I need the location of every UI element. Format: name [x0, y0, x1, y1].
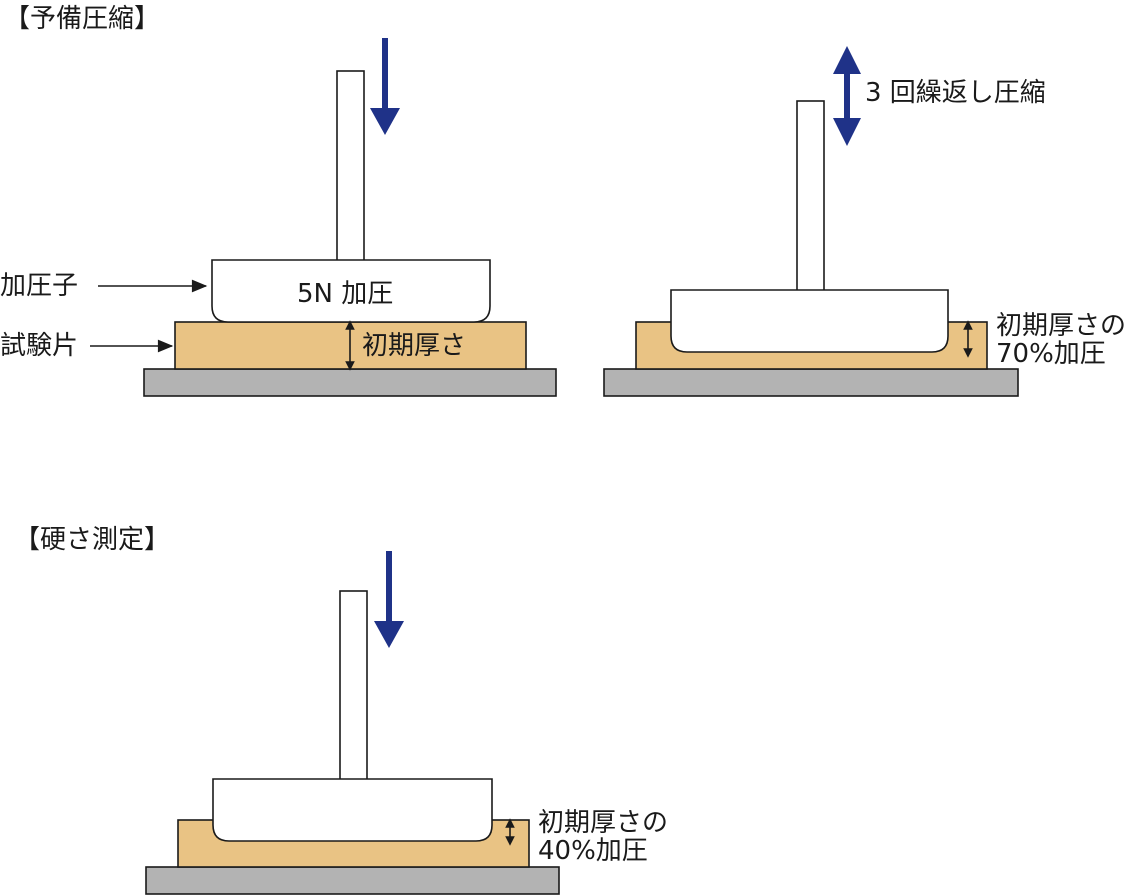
base-plate	[145, 866, 560, 895]
indenter-label: 加圧子	[0, 271, 78, 301]
base-plate	[603, 368, 1019, 397]
indenter-head	[212, 778, 493, 842]
hardness-heading: 【硬さ測定】	[14, 525, 170, 555]
load-label: 5N 加圧	[297, 279, 393, 309]
preliminary-heading: 【予備圧縮】	[4, 4, 160, 34]
thickness-label-line1: 初期厚さの	[538, 808, 668, 838]
indenter-rod	[339, 590, 368, 781]
preliminary-step2: 3 回繰返し圧縮 初期厚さの 70%加圧	[603, 46, 1126, 397]
base-plate	[143, 368, 557, 397]
indenter-head	[211, 259, 491, 323]
motion-label: 3 回繰返し圧縮	[865, 78, 1046, 108]
down-arrow-icon	[374, 551, 404, 648]
up-down-arrow-icon	[833, 46, 861, 146]
thickness-label-line2: 70%加圧	[996, 339, 1106, 369]
down-arrow-icon	[370, 38, 400, 135]
thickness-label: 初期厚さ	[362, 331, 466, 361]
indenter-head	[670, 289, 949, 353]
indenter-rod	[336, 70, 365, 262]
thickness-label-line2: 40%加圧	[538, 836, 648, 866]
thickness-label-line1: 初期厚さの	[996, 311, 1126, 341]
specimen-label: 試験片	[0, 331, 78, 361]
indenter-rod	[796, 100, 825, 292]
hardness-step1: 初期厚さの 40%加圧	[145, 551, 668, 895]
preliminary-step1: 5N 加圧 初期厚さ 加圧子 試験片	[0, 38, 557, 397]
